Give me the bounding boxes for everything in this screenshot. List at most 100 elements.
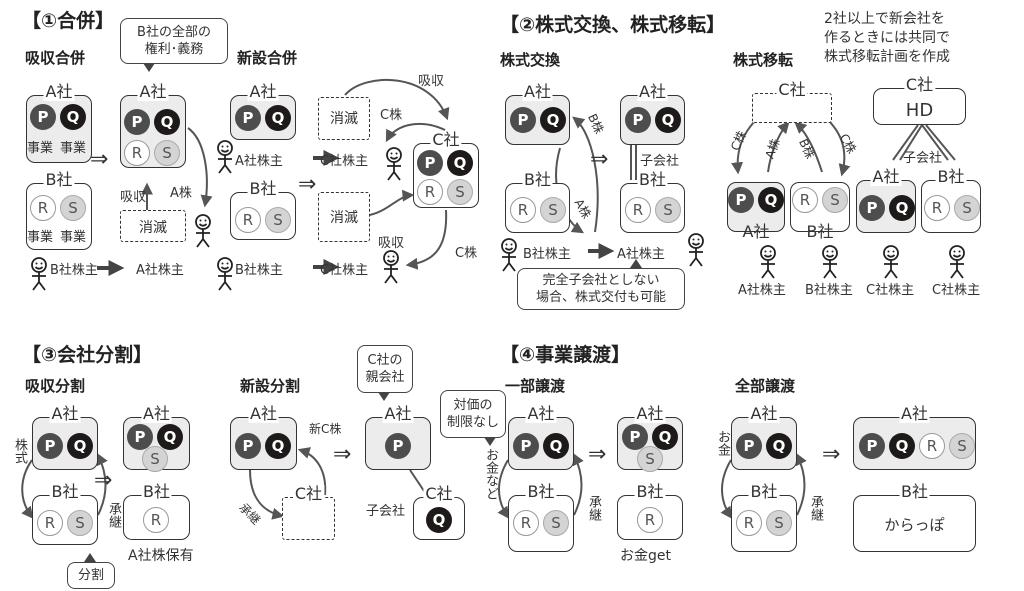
stock-label: 株式 (12, 438, 27, 464)
business-Q-circle: Q (758, 187, 784, 213)
business-R-circle: R (37, 510, 63, 536)
business-label: 事業 (27, 141, 54, 156)
company-label: A社 (49, 404, 81, 423)
succession-label: 承継 (106, 502, 121, 528)
speech-bubble-not_full_subsidiary: 完全子会社としない場合、株式交付も可能 (517, 268, 685, 310)
subtitle-share-transfer: 株式移転 (733, 51, 794, 69)
business-P-circle: P (728, 187, 754, 213)
implies-arrow: ⇒ (333, 442, 352, 467)
company-label: A社 (247, 82, 279, 101)
business-S-circle: S (822, 187, 848, 213)
c-stock-arrow-top (385, 122, 446, 143)
business-P-circle: P (235, 433, 261, 459)
business-P-circle: P (510, 107, 536, 133)
company-label: A社 (748, 404, 780, 423)
money-get-label: お金get (620, 548, 671, 564)
business-R-circle: R (919, 433, 945, 459)
absorb-label: 吸収 (378, 236, 405, 251)
bubble-tail (630, 259, 642, 268)
implies-arrow: ⇒ (90, 147, 109, 172)
business-S-circle: S (67, 510, 93, 536)
business-Q-circle: Q (655, 107, 681, 133)
vanished-company-box: 消滅 (318, 97, 370, 140)
business-label: 事業 (60, 141, 87, 156)
business-Q-circle: Q (426, 507, 452, 533)
company-label: C社 (776, 80, 808, 99)
business-Q-circle: Q (67, 433, 93, 459)
business-R-circle: R (513, 510, 539, 536)
business-R-circle: R (637, 507, 663, 533)
bubble-line: B社の全部の (137, 25, 211, 40)
bubble-line: C社の (367, 353, 403, 368)
section-title-exchange-transfer: 【②株式交換、株式移転】 (500, 14, 726, 36)
box-content: 消滅 (330, 111, 358, 127)
company-label: A社 (382, 404, 414, 423)
a-stock-label: A株 (170, 186, 192, 201)
subtitle-absorption-merger: 吸収合併 (25, 49, 86, 67)
absorb-label: 吸収 (418, 74, 445, 89)
box-content: 消滅 (139, 220, 167, 236)
box-content: HD (905, 100, 934, 121)
business-P-circle: P (736, 433, 762, 459)
bubble-line: 権利･義務 (144, 42, 204, 57)
shareholder-figure-icon (217, 140, 233, 174)
business-Q-circle: Q (766, 433, 792, 459)
c-holder-label: C社株主 (320, 154, 369, 169)
company-label: C社 (423, 484, 455, 503)
company-label: A社 (870, 167, 902, 186)
b-stock-arrow (572, 116, 599, 233)
company-box: B社からっぽ (853, 483, 976, 552)
business-R-circle: R (30, 195, 56, 221)
bubble-line: 対価の (453, 398, 493, 413)
bubble-tail (143, 63, 155, 72)
c-holder-label: C社株主 (866, 283, 915, 298)
money-label: お金 (715, 430, 730, 456)
a-stock-arrow (187, 127, 213, 208)
joint-transfer-note: 作るときには共同で (824, 30, 950, 46)
absorb-arc-arrow-top (344, 78, 450, 121)
a-stock-arrow-transfer (767, 121, 790, 173)
stock-arc-arrow (21, 459, 34, 519)
new-company-box: C社 (282, 485, 335, 540)
business-S-circle: S (543, 510, 569, 536)
a-holder-label: A社株主 (738, 283, 786, 298)
business-Q-circle: Q (543, 433, 569, 459)
c-stock-label: C株 (380, 108, 403, 123)
company-label: A社 (522, 82, 553, 101)
c-holder-label: C社株主 (932, 283, 981, 298)
c-stock-arrow-bottom (405, 209, 448, 270)
business-P-circle: P (127, 424, 153, 450)
new-c-stock-arrow (297, 447, 327, 496)
bubble-line: 完全子会社としない (542, 273, 660, 288)
bubble-line: 場合、株式交付も可能 (535, 290, 666, 305)
subtitle-full-transfer: 全部譲渡 (735, 377, 796, 395)
c-holder-label: C社株主 (320, 263, 369, 278)
company-label: A社 (43, 82, 75, 101)
company-label: B社 (525, 482, 557, 501)
subtitle-absorption-split: 吸収分割 (25, 377, 86, 395)
company-label: B社 (247, 179, 279, 198)
business-R-circle: R (792, 187, 818, 213)
business-P-circle: P (385, 433, 411, 459)
a-holder-label: A社株主 (136, 263, 184, 278)
succession-label: 承継 (586, 495, 601, 521)
hd-subsidiary-lines (892, 124, 956, 161)
company-label: B社 (637, 170, 668, 189)
business-S-circle: S (154, 140, 180, 166)
section-title-split: 【③会社分割】 (22, 344, 153, 366)
bubble-line: 分割 (77, 568, 104, 583)
company-label: A社 (141, 404, 172, 423)
shareholder-figure-icon (688, 233, 704, 267)
business-S-circle: S (60, 195, 86, 221)
business-label: 事業 (60, 230, 87, 245)
company-label: C社 (430, 130, 462, 149)
succession-arc-arrow (96, 452, 108, 516)
business-S-circle: S (447, 179, 473, 205)
business-P-circle: P (513, 433, 539, 459)
business-S-circle: S (954, 195, 980, 221)
succession-label: 承継 (808, 495, 823, 521)
business-R-circle: R (924, 195, 950, 221)
bubble-line: 親会社 (365, 370, 405, 385)
business-P-circle: P (124, 109, 150, 135)
business-R-circle: R (736, 510, 762, 536)
